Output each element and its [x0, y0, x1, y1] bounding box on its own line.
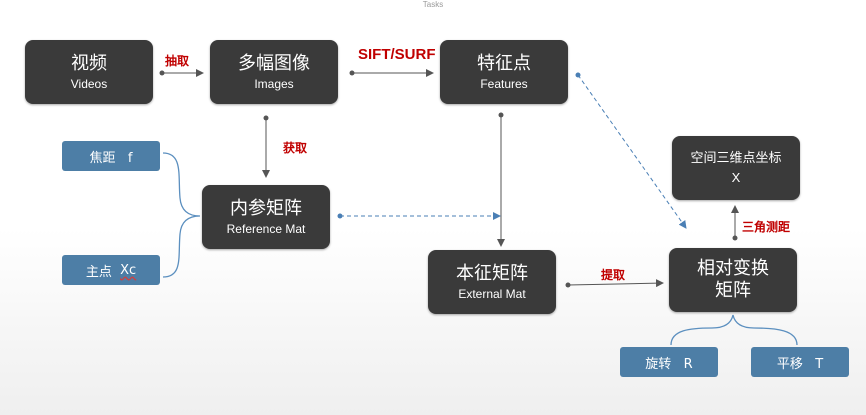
node-external-zh: 本征矩阵: [456, 262, 528, 284]
arrow-reference-to-external-dashed: [337, 212, 501, 220]
arrow-external-to-relative: [565, 279, 664, 288]
node-reference-en: Reference Mat: [226, 221, 306, 236]
arrow-features-to-external: [497, 112, 505, 247]
node-reference-zh: 内参矩阵: [230, 197, 302, 219]
node-videos-zh: 视频: [71, 52, 107, 74]
node-point3d-zh: 空间三维点坐标: [690, 151, 782, 166]
node-images-en: Images: [254, 76, 294, 91]
node-features-en: Features: [480, 76, 528, 91]
node-images-zh: 多幅图像: [238, 52, 310, 74]
param-principal-point[interactable]: 主点 Xc: [62, 255, 160, 285]
label-extract: 抽取: [165, 54, 190, 68]
brace-intrinsics: [162, 152, 201, 278]
node-images[interactable]: 多幅图像 Images: [210, 40, 338, 104]
arrow-relative-to-point3d: [731, 205, 739, 241]
param-focal-length[interactable]: 焦距 f: [62, 141, 160, 171]
param-translation[interactable]: 平移 T: [751, 347, 849, 377]
node-videos-en: Videos: [70, 76, 108, 91]
arrow-images-to-reference: [262, 115, 270, 178]
param-principal-label: 主点: [85, 264, 121, 280]
param-principal-var: Xc: [120, 262, 137, 278]
node-relative-transform[interactable]: 相对变换 矩阵: [669, 248, 797, 312]
arrow-images-to-features: [349, 69, 434, 77]
label-triangulation: 三角测距: [742, 220, 791, 234]
node-point3d-en: X: [731, 170, 741, 185]
window-title: Tasks: [422, 0, 444, 9]
arrow-videos-to-images: [159, 69, 204, 77]
node-features-zh: 特征点: [477, 52, 531, 74]
node-point3d[interactable]: 空间三维点坐标 X: [672, 136, 800, 200]
arrow-features-to-relative-dashed: [575, 72, 687, 229]
node-relative-zh: 相对变换: [697, 258, 769, 279]
node-videos[interactable]: 视频 Videos: [25, 40, 153, 104]
node-external-mat[interactable]: 本征矩阵 External Mat: [428, 250, 556, 314]
brace-extrinsics: [670, 314, 798, 346]
label-acquire: 获取: [283, 141, 308, 155]
node-external-en: External Mat: [458, 286, 526, 301]
node-features[interactable]: 特征点 Features: [440, 40, 568, 104]
node-relative-zh2: 矩阵: [715, 280, 751, 301]
label-sift-surf: SIFT/SURF: [358, 46, 436, 63]
node-reference-mat[interactable]: 内参矩阵 Reference Mat: [202, 185, 330, 249]
label-extract-2: 提取: [601, 268, 626, 282]
param-rotation[interactable]: 旋转 R: [620, 347, 718, 377]
